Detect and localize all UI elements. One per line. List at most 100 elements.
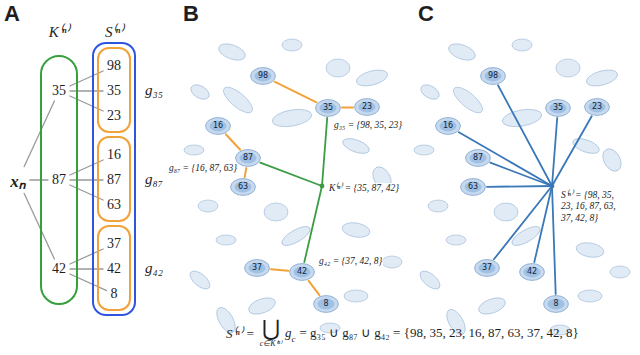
ellipse-outer <box>231 179 256 196</box>
index-link <box>30 179 48 180</box>
ellipse-inner <box>210 121 227 132</box>
query-spoke <box>552 186 556 294</box>
formula-text: = g₃₅ ∪ g₈₇ ∪ g₄₂ = {98, 35, 23, 16, 87,… <box>300 325 579 341</box>
group-box: g₈₇168763 <box>97 136 131 222</box>
cluster-ellipse: 63 <box>230 178 256 196</box>
group-link <box>342 106 353 108</box>
node-text: 35 <box>323 104 333 112</box>
index-number: 63 <box>104 196 124 214</box>
ellipse-outer <box>481 68 506 85</box>
group-box: S⁽ⁿ⁾g₃₅983523g₈₇168763g₄₂37428 <box>92 42 136 316</box>
cluster-ellipse: 35 <box>545 99 571 117</box>
index-number: 16 <box>104 146 124 164</box>
group-heading: K⁽ⁿ⁾ <box>49 24 70 41</box>
node-text: 63 <box>238 183 248 191</box>
ellipse-inner <box>255 71 272 82</box>
ellipse-inner <box>249 263 266 274</box>
group-box: K⁽ⁿ⁾358742 <box>40 55 78 305</box>
ellipse-outer <box>585 99 610 116</box>
ellipse-outer <box>206 118 231 135</box>
query-spoke <box>552 118 557 186</box>
index-link <box>70 274 107 291</box>
node-text: 35 <box>553 104 563 112</box>
index-number: 98 <box>104 57 124 75</box>
set-label: g₄₂ = {37, 42, 8} <box>318 256 383 267</box>
index-number: 42 <box>49 260 69 278</box>
ellipse-inner <box>479 263 496 274</box>
node-text: 16 <box>213 122 223 130</box>
ellipse-outer <box>245 260 270 277</box>
node-text: 42 <box>52 261 66 277</box>
cluster-ellipse: 98 <box>250 67 276 85</box>
cluster-ellipse: 16 <box>205 117 231 135</box>
query-spoke <box>534 186 552 262</box>
cluster-ellipse: 8 <box>313 295 339 313</box>
node-text: 8 <box>553 300 558 308</box>
node-text: 8 <box>111 286 118 302</box>
ellipse-outer <box>355 99 380 116</box>
query-point <box>550 184 555 189</box>
query-spoke <box>260 163 322 186</box>
node-text: 98 <box>488 72 498 80</box>
ellipse-outer <box>466 150 491 167</box>
set-label: S⁽ⁿ⁾ = {98, 35, 23, 16, 87, 63, 37, 42, … <box>560 190 628 224</box>
index-number: 35 <box>104 82 124 100</box>
union-operator: ⋃c∈K⁽ⁿ⁾ <box>260 318 282 348</box>
ellipse-inner <box>440 121 457 132</box>
node-text: 42 <box>527 268 537 276</box>
node-text: 23 <box>362 103 372 111</box>
node-text: 87 <box>52 172 66 188</box>
ellipse-inner <box>318 299 335 310</box>
ellipse-outer <box>290 264 315 281</box>
node-text: 37 <box>252 264 262 272</box>
formula-text: S⁽ⁿ⁾ = <box>226 324 255 342</box>
node-text: xₙ <box>10 169 26 192</box>
node-text: 16 <box>107 147 121 163</box>
ellipse-outer <box>475 260 500 277</box>
node-text: 42 <box>107 261 121 277</box>
union-index: c∈K⁽ⁿ⁾ <box>260 340 282 348</box>
index-number: 87 <box>104 171 124 189</box>
ellipse-outer <box>314 296 339 313</box>
ellipse-inner <box>470 153 487 164</box>
ellipse-inner <box>240 153 257 164</box>
ellipse-inner <box>548 299 565 310</box>
cluster-ellipse: 23 <box>584 98 610 116</box>
cluster-ellipse: 87 <box>465 149 491 167</box>
group-link <box>226 134 240 149</box>
node-text: 37 <box>482 264 492 272</box>
ellipse-inner <box>465 182 482 193</box>
query-spoke <box>487 185 552 188</box>
ellipse-outer <box>436 118 461 135</box>
cluster-ellipse: 16 <box>435 117 461 135</box>
ellipse-outer <box>546 100 571 117</box>
cluster-ellipse: 23 <box>354 98 380 116</box>
query-spoke <box>552 116 592 186</box>
node-text: 87 <box>243 154 253 162</box>
formula-subscript: c <box>292 334 296 344</box>
node-text: 63 <box>107 197 121 213</box>
node-text: 42 <box>297 268 307 276</box>
node-text: 63 <box>468 183 478 191</box>
panel-letter: C <box>418 3 434 25</box>
group-link <box>271 269 288 271</box>
query-spoke <box>304 186 322 262</box>
panel-letter: A <box>4 3 20 25</box>
cluster-ellipse: 8 <box>543 295 569 313</box>
cluster-ellipse: 87 <box>235 149 261 167</box>
cluster-ellipse: 35 <box>315 99 341 117</box>
group-heading: g₈₇ <box>145 171 163 188</box>
group-link <box>245 168 247 177</box>
union-symbol: ⋃ <box>262 318 280 340</box>
node-text: 87 <box>107 172 121 188</box>
query-spoke <box>459 132 552 186</box>
node-text: 35 <box>52 83 66 99</box>
node-text: 23 <box>592 103 602 111</box>
group-link <box>275 82 317 103</box>
formula-text: g <box>285 325 292 341</box>
group-box: g₃₅983523 <box>97 47 131 133</box>
ellipse-inner <box>294 267 311 278</box>
group-box: g₄₂37428 <box>97 225 131 311</box>
ellipse-outer <box>316 100 341 117</box>
node-text: 8 <box>323 300 328 308</box>
